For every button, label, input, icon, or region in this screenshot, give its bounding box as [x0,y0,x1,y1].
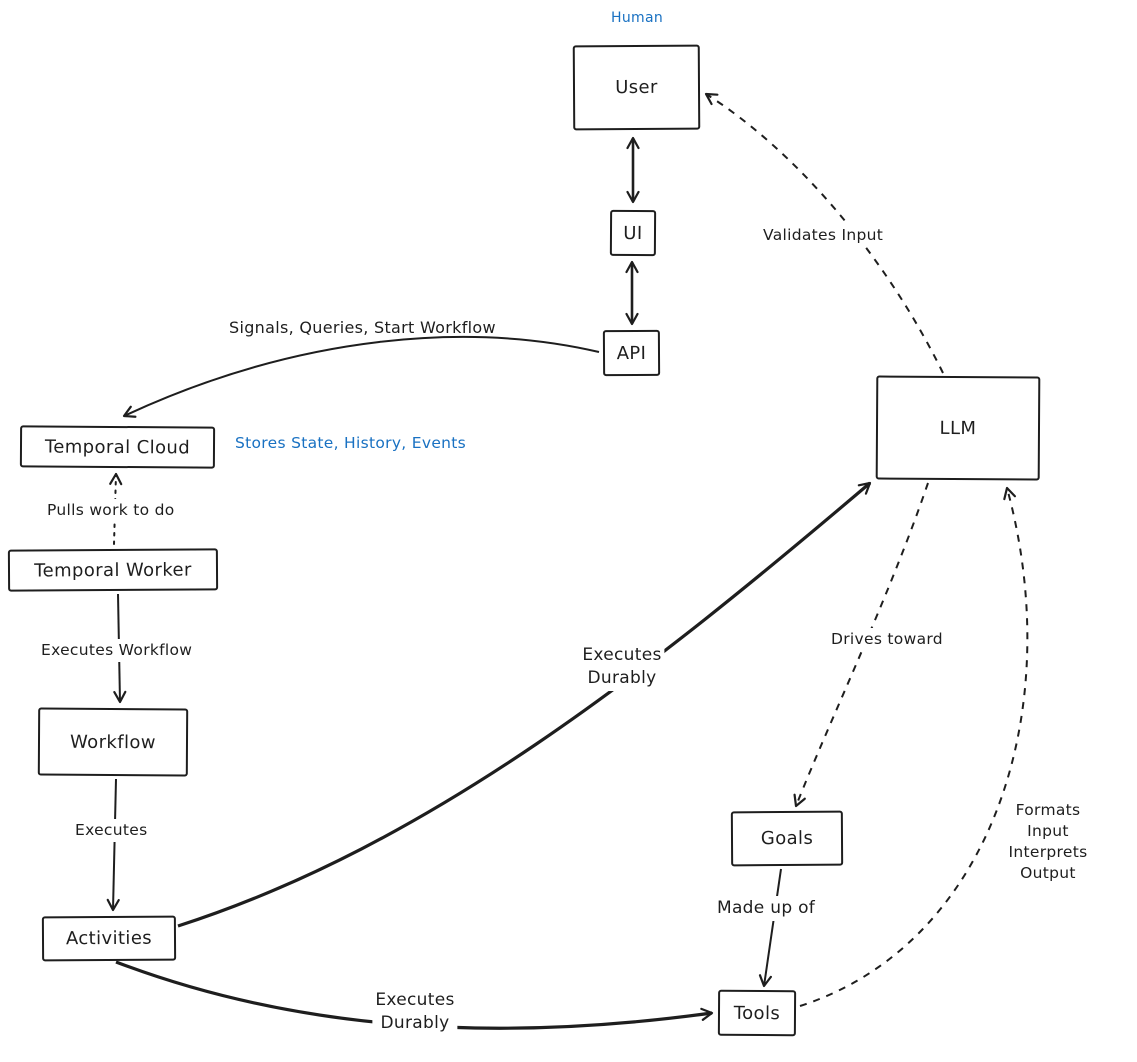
node-temporal-cloud-label: Temporal Cloud [44,436,191,458]
node-temporal-cloud: Temporal Cloud [19,425,216,469]
label-executes: Executes [72,819,151,842]
label-executes-durably-llm: Executes Durably [579,643,665,691]
arrow-llm-user [704,92,944,374]
label-pulls-work: Pulls work to do [44,499,178,522]
node-api-label: API [616,342,647,364]
node-tools: Tools [717,989,797,1037]
node-llm-label: LLM [939,417,977,439]
node-tools-label: Tools [733,1002,781,1024]
node-temporal-worker-label: Temporal Worker [34,559,192,581]
label-formats-input: Formats Input Interprets Output [1003,799,1093,885]
label-made-up-of: Made up of [714,896,819,921]
label-executes-workflow: Executes Workflow [38,639,196,662]
arrow-activities-llm [177,481,872,928]
label-signals-queries: Signals, Queries, Start Workflow [229,318,496,337]
label-executes-durably-tools: Executes Durably [372,988,458,1036]
node-user-label: User [615,76,658,99]
arrow-goals-tools [758,868,782,988]
annotation-stores-state: Stores State, History, Events [235,434,467,452]
node-api: API [602,329,661,377]
label-validates-input: Validates Input [760,224,887,247]
node-temporal-worker: Temporal Worker [7,548,219,592]
node-activities: Activities [41,915,177,962]
arrow-tools-llm [799,486,1029,1007]
node-user: User [572,44,701,131]
arrow-llm-goals [793,482,929,808]
node-ui: UI [609,209,657,257]
node-activities-label: Activities [65,927,153,950]
label-drives-toward: Drives toward [828,628,946,651]
arrow-workflow-activities [106,778,120,912]
annotation-human: Human [611,10,663,26]
node-workflow: Workflow [37,707,189,777]
node-goals: Goals [730,810,844,867]
node-workflow-label: Workflow [69,731,156,753]
node-ui-label: UI [623,222,643,244]
node-goals-label: Goals [760,827,814,850]
arrow-api-temporal-cloud [122,336,600,418]
node-llm: LLM [875,375,1041,481]
